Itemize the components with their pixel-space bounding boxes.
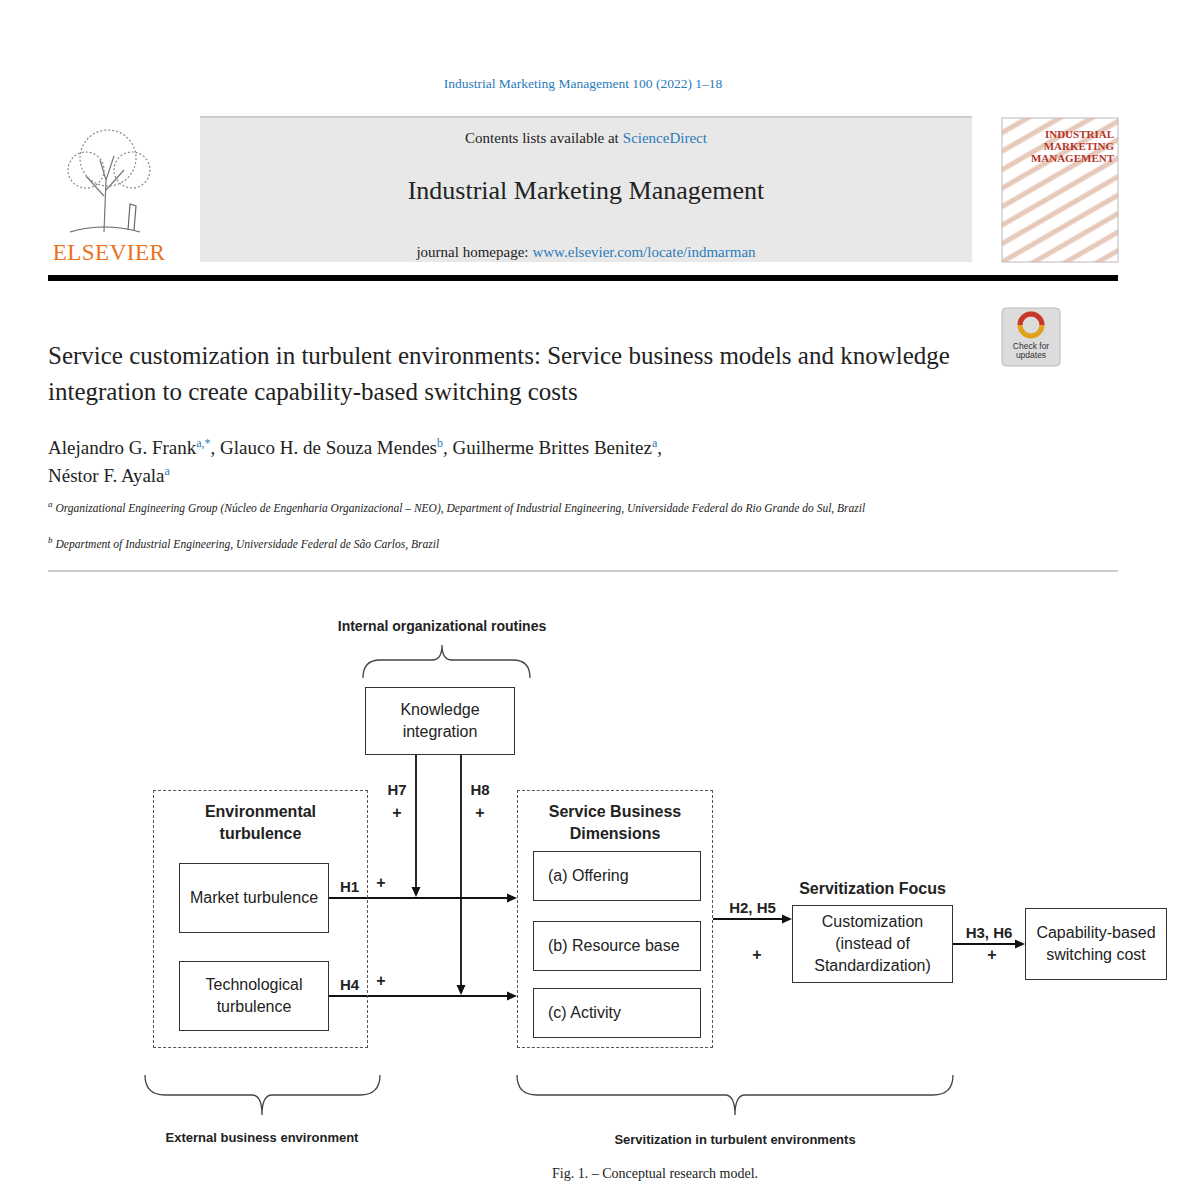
publisher-logo: ELSEVIER bbox=[53, 240, 166, 266]
arrowhead bbox=[507, 894, 517, 903]
arrowhead bbox=[412, 887, 421, 897]
header-band bbox=[200, 118, 972, 262]
update-icon bbox=[1020, 314, 1042, 336]
connector-line bbox=[460, 755, 462, 986]
arrowhead bbox=[457, 985, 466, 995]
hypothesis-label: H1 bbox=[339, 878, 360, 895]
bracket bbox=[517, 1075, 953, 1115]
sign: + bbox=[752, 946, 761, 964]
group-heading: Environmental turbulence bbox=[154, 801, 367, 845]
process-box: (c) Activity bbox=[533, 988, 701, 1038]
hypothesis-label: H8 bbox=[470, 781, 489, 798]
connector-line bbox=[415, 755, 417, 888]
separator: , bbox=[657, 437, 662, 458]
journal-name: Industrial Marketing Management bbox=[408, 176, 765, 206]
connector-line bbox=[713, 918, 783, 920]
process-box: Capability-based switching cost bbox=[1025, 908, 1167, 980]
connector-line bbox=[329, 995, 508, 997]
box-text: (a) Offering bbox=[544, 865, 633, 887]
process-box: Knowledge integration bbox=[365, 687, 515, 755]
running-head: Industrial Marketing Management 100 (202… bbox=[444, 76, 723, 92]
connector-line bbox=[329, 897, 508, 899]
update-badge bbox=[1002, 308, 1060, 366]
update-icon bbox=[1020, 314, 1042, 325]
thick-rule bbox=[48, 275, 1118, 281]
arrowhead bbox=[782, 915, 792, 924]
arrowhead bbox=[507, 992, 517, 1001]
group-label: Servitization in turbulent environments bbox=[614, 1132, 855, 1147]
paper-title: Service customization in turbulent envir… bbox=[48, 338, 978, 410]
sign: + bbox=[475, 804, 484, 822]
rule bbox=[48, 571, 1118, 572]
sign: + bbox=[376, 972, 385, 990]
author-name: Néstor F. Ayala bbox=[48, 465, 165, 486]
hypothesis-label: H4 bbox=[339, 976, 360, 993]
affiliation-mark: a bbox=[165, 464, 170, 478]
sign: + bbox=[392, 804, 401, 822]
link-text: ScienceDirect bbox=[623, 130, 707, 146]
rule bbox=[200, 117, 972, 118]
author-name: , Glauco H. de Souza Mendes bbox=[211, 437, 437, 458]
figure-caption: Fig. 1. – Conceptual research model. bbox=[455, 1166, 855, 1182]
process-box: Market turbulence bbox=[179, 863, 329, 933]
header-text: Contents lists available at bbox=[465, 130, 619, 146]
bracket bbox=[145, 1075, 380, 1115]
text-line: bDepartment of Industrial Engineering, U… bbox=[48, 536, 978, 553]
process-box: (a) Offering bbox=[533, 851, 701, 901]
box-text: Capability-based switching cost bbox=[1026, 922, 1166, 966]
cover-title: INDUSTRIAL MARKETING MANAGEMENT bbox=[1008, 128, 1114, 164]
sign: + bbox=[987, 946, 996, 964]
group-heading: Servitization Focus bbox=[783, 878, 962, 900]
badge-text: Check for updates bbox=[1004, 342, 1058, 360]
process-box: (b) Resource base bbox=[533, 921, 701, 971]
author-name: , Guilherme Brittes Benitez bbox=[443, 437, 652, 458]
group-label: External business environment bbox=[166, 1130, 359, 1145]
journal-cover bbox=[1002, 118, 1118, 262]
box-text: (b) Resource base bbox=[544, 935, 684, 957]
box-text: Customization (instead of Standardizatio… bbox=[793, 911, 952, 977]
affiliation-mark: b bbox=[437, 436, 443, 450]
box-text: Market turbulence bbox=[186, 887, 322, 909]
affiliation-mark: a bbox=[48, 499, 53, 509]
group-heading: Service Business Dimensions bbox=[518, 801, 712, 845]
affiliation-text: Department of Industrial Engineering, Un… bbox=[56, 538, 440, 550]
header-text: journal homepage: bbox=[416, 244, 528, 260]
sign: + bbox=[376, 874, 385, 892]
box-text: Technological turbulence bbox=[180, 974, 328, 1018]
text-line: Contents lists available atScienceDirect bbox=[200, 130, 972, 147]
box-text: Knowledge integration bbox=[366, 699, 514, 743]
affiliation-mark: a,* bbox=[196, 436, 210, 450]
hypothesis-label: H3, H6 bbox=[965, 924, 1014, 941]
group-label: Internal organizational routines bbox=[338, 618, 546, 634]
text-line: Alejandro G. Franka,*, Glauco H. de Souz… bbox=[48, 434, 988, 490]
connector-line bbox=[953, 943, 1016, 945]
arrowhead bbox=[1015, 940, 1025, 949]
affiliation-mark: a bbox=[652, 436, 657, 450]
group-box: Service Business Dimensions (a) Offering (… bbox=[517, 790, 713, 1048]
author-name: Alejandro G. Frank bbox=[48, 437, 196, 458]
hypothesis-label: H7 bbox=[387, 781, 406, 798]
process-box: Technological turbulence bbox=[179, 961, 329, 1031]
group-box: Environmental turbulenceMarket turbulenc… bbox=[153, 790, 368, 1048]
process-box: Servitization FocusCustomization (instea… bbox=[792, 905, 953, 983]
text-line: aOrganizational Engineering Group (Núcle… bbox=[48, 500, 978, 517]
affiliation-mark: b bbox=[48, 535, 53, 545]
box-text: (c) Activity bbox=[544, 1002, 625, 1024]
affiliation-text: Organizational Engineering Group (Núcleo… bbox=[56, 502, 866, 514]
elsevier-tree bbox=[68, 130, 150, 232]
moderator-arrows bbox=[412, 755, 466, 995]
bracket bbox=[363, 645, 530, 678]
link-text: www.elsevier.com/locate/indmarman bbox=[532, 244, 755, 260]
text-line: journal homepage:www.elsevier.com/locate… bbox=[200, 244, 972, 261]
hypothesis-label: H2, H5 bbox=[728, 899, 777, 916]
